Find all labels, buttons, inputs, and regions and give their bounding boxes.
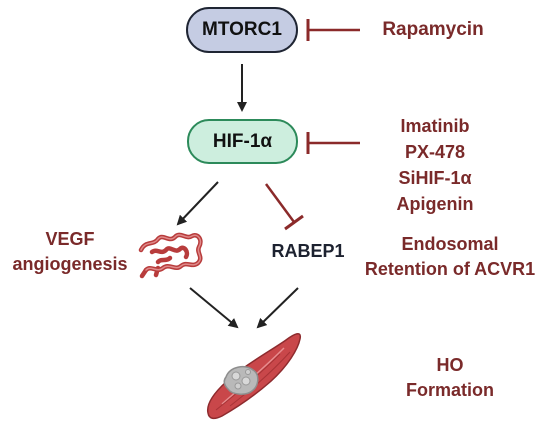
rapamycin-inhibition-line	[306, 19, 360, 41]
vegf-to-ho-arrow	[189, 287, 239, 329]
hif1a-inhibitors-list: Imatinib PX-478 SiHIF-1α Apigenin	[380, 113, 490, 217]
rabep1-to-ho-arrow	[256, 287, 299, 329]
rabep1-label: RABEP1	[271, 241, 345, 261]
endosomal-retention-label: Endosomal Retention of ACVR1	[364, 234, 536, 279]
ho-lesion-icon	[223, 365, 259, 395]
apigenin-label: Apigenin	[396, 194, 474, 214]
mtorc1-node: MTORC1	[186, 7, 298, 53]
hif1a-to-rabep1-inhibition-line	[264, 183, 304, 231]
blood-vessel-icon-detail	[140, 234, 202, 271]
mtorc1-label: MTORC1	[202, 19, 282, 40]
hif1a-inhibitors-inhibition-line	[306, 132, 360, 154]
rapamycin-label: Rapamycin	[382, 19, 484, 40]
vegf-angiogenesis-label: VEGF angiogenesis	[12, 229, 128, 274]
px478-label: PX-478	[404, 142, 466, 162]
sihif1a-label: SiHIF-1α	[398, 168, 472, 188]
imatinib-label: Imatinib	[400, 116, 470, 136]
blood-vessel-icon	[138, 232, 203, 279]
hif1a-node: HIF-1α	[187, 119, 298, 164]
ho-formation-label: HO Formation	[406, 355, 494, 400]
hif1a-label: HIF-1α	[212, 130, 273, 152]
hif1a-to-vegf-arrow	[176, 181, 219, 226]
